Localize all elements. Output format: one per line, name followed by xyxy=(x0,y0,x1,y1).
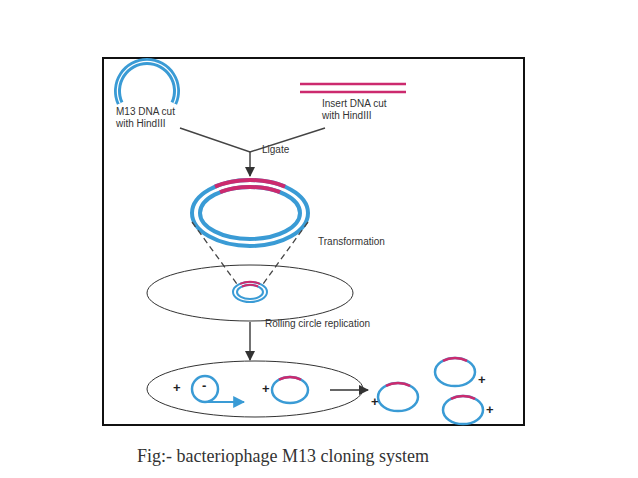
plasmid-in-cell xyxy=(233,282,267,302)
insert-dna: Insert DNA cut with HindIII xyxy=(298,80,410,126)
ligate-arrow xyxy=(249,152,251,176)
host-cell xyxy=(147,265,353,321)
step-label: Ligate xyxy=(262,144,289,156)
step-label: Rolling circle replication xyxy=(265,318,370,330)
strand-sign: + xyxy=(262,383,270,395)
release-arrow xyxy=(330,389,368,391)
recombinant-circle xyxy=(192,180,308,246)
node-label: Insert DNA cut with HindIII xyxy=(322,98,400,122)
transformation-cone xyxy=(192,222,308,284)
vector-dna: M13 DNA cut with HindIII xyxy=(110,56,184,132)
phage-circle xyxy=(378,383,418,411)
phage-circle xyxy=(435,358,475,386)
strand-sign: + xyxy=(173,382,181,394)
phage-circle xyxy=(443,396,483,424)
strand-sign: - xyxy=(202,380,206,392)
figure-frame xyxy=(103,58,524,425)
replication-arrow xyxy=(249,322,251,360)
figure-caption: Fig:- bacteriophage M13 cloning system xyxy=(137,446,429,467)
step-label: Transformation xyxy=(318,236,385,248)
strand-sign: + xyxy=(486,404,494,416)
node-label: M13 DNA cut with HindIII xyxy=(116,106,182,130)
host-cell xyxy=(147,361,363,417)
rolling-circle xyxy=(192,376,244,402)
merge-lines xyxy=(180,128,325,152)
strand-sign: + xyxy=(478,374,486,386)
phage-circle xyxy=(272,377,308,403)
strand-sign: + xyxy=(371,396,379,408)
